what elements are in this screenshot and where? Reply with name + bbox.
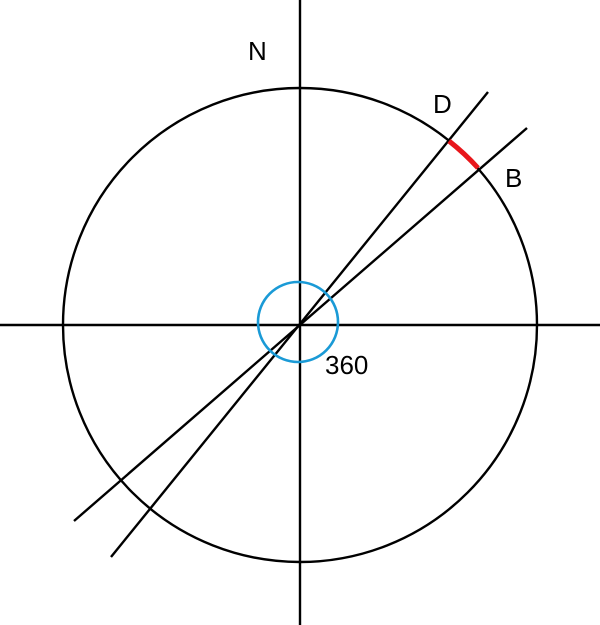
angle-360-label: 360: [325, 350, 368, 380]
angle-marker-circle: [256, 280, 340, 364]
arc-d-to-b: [447, 139, 480, 170]
north-label: N: [248, 36, 267, 66]
point-b-label: B: [505, 163, 522, 193]
line-b: [73, 127, 528, 522]
point-d-label: D: [433, 89, 452, 119]
